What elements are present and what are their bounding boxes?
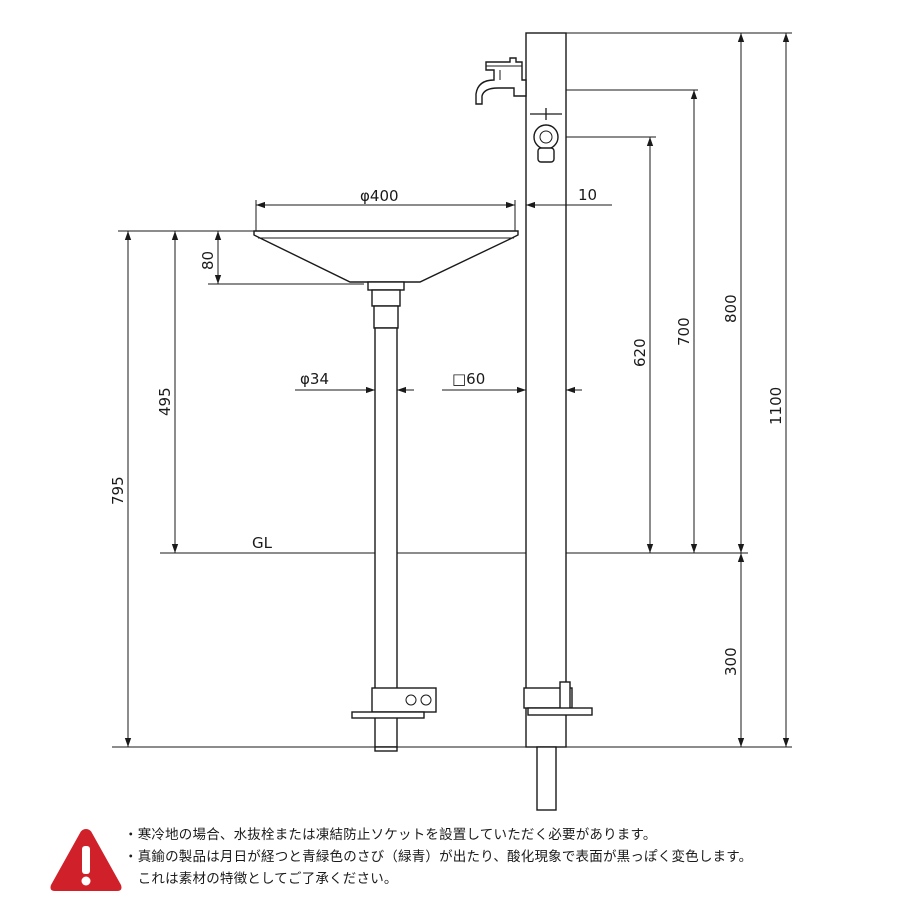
- basin-depth-label: 80: [199, 251, 217, 270]
- warning-line-cold-region: ・寒冷地の場合、水抜栓または凍結防止ソケットを設置していただく必要があります。: [124, 827, 657, 843]
- post-square-label: □60: [452, 370, 485, 388]
- burial-depth-label: 300: [722, 647, 740, 676]
- basin-height-total-label: 795: [109, 476, 127, 505]
- post-offset-label: 10: [578, 186, 597, 204]
- post-stake-bracket: [523, 681, 593, 716]
- pole-diameter-label: φ34: [300, 370, 329, 388]
- basin: [253, 230, 519, 329]
- warning-line-brass-patina: ・真鍮の製品は月日が経つと青緑色のさび（緑青）が出たり、酸化現象で表面が黒っぽく…: [124, 849, 753, 865]
- warning-text: ・寒冷地の場合、水抜栓または凍結防止ソケットを設置していただく必要があります。 …: [124, 824, 894, 890]
- warning-triangle-icon: [50, 829, 122, 891]
- warning-line-material-note: これは素材の特徴としてご了承ください。: [124, 871, 398, 887]
- lower-tap-height-label: 620: [631, 338, 649, 367]
- upper-tap-height-label: 700: [675, 317, 693, 346]
- basin-pole: [374, 327, 398, 752]
- pole-stake-bracket: [351, 687, 437, 719]
- upper-faucet: [475, 57, 527, 105]
- ground-line-label: GL: [252, 534, 273, 552]
- post-height-above-gl-label: 800: [722, 294, 740, 323]
- warning-notes: ・寒冷地の場合、水抜栓または凍結防止ソケットを設置していただく必要があります。 …: [0, 818, 900, 900]
- lower-faucet: [530, 108, 562, 163]
- basin-diameter-label: φ400: [360, 187, 399, 205]
- basin-height-above-gl-label: 495: [156, 387, 174, 416]
- post-height-total-label: 1100: [767, 387, 785, 425]
